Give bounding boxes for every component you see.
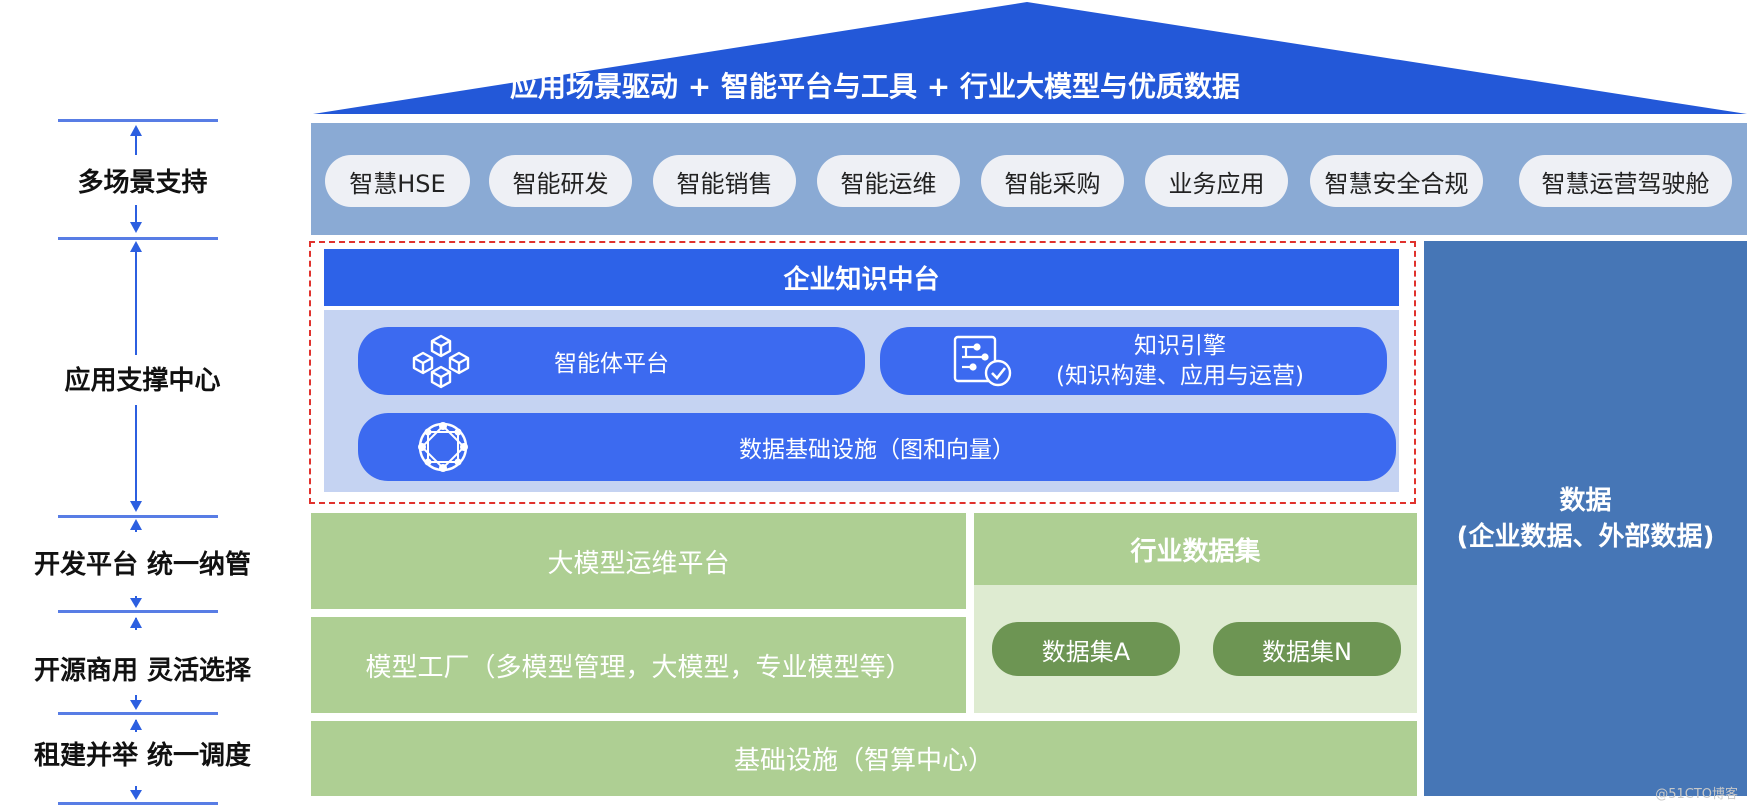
dataset-a-pill: 数据集A (992, 622, 1180, 676)
dataset-n-pill: 数据集N (1213, 622, 1401, 676)
industry-dataset-title: 行业数据集 (974, 513, 1417, 585)
llmops-platform: 大模型运维平台 (311, 513, 966, 609)
scenario-pill-business: 业务应用 (1145, 155, 1288, 207)
knowledge-engine-pill: 知识引擎 (知识构建、应用与运营) (880, 327, 1387, 395)
graph-network-icon (418, 422, 468, 472)
scenario-pill-safety: 智慧安全合规 (1310, 155, 1483, 207)
scenario-pill-rd: 智能研发 (489, 155, 632, 207)
knowledge-engine-title: 知识引擎 (1134, 333, 1226, 359)
model-factory: 模型工厂（多模型管理，大模型，专业模型等） (311, 617, 966, 713)
data-infra-label: 数据基础设施（图和向量） (739, 437, 1015, 463)
knowledge-platform-title: 企业知识中台 (324, 249, 1399, 306)
infrastructure-bar: 基础设施（智算中心） (311, 721, 1417, 796)
left-label-dev-platform: 开发平台 统一纳管 (33, 549, 252, 580)
scenario-pill-sales: 智能销售 (653, 155, 796, 207)
roof-title: 应用场景驱动 + 智能平台与工具 + 行业大模型与优质数据 (510, 70, 1240, 103)
agent-platform-pill: 智能体平台 (358, 327, 865, 395)
scenario-pill-procurement: 智能采购 (981, 155, 1124, 207)
scenario-pill-hse: 智慧HSE (325, 155, 470, 207)
circuit-check-icon (953, 335, 1012, 387)
data-infra-pill: 数据基础设施（图和向量） (358, 413, 1396, 481)
knowledge-engine-text: 知识引擎 (知识构建、应用与运营) (990, 327, 1370, 395)
left-label-multi-scenario: 多场景支持 (77, 167, 208, 198)
agent-platform-label: 智能体平台 (554, 351, 669, 377)
left-label-app-support: 应用支撑中心 (64, 365, 221, 396)
roof-triangle (313, 2, 1747, 114)
knowledge-platform-dashed-frame (309, 241, 1416, 504)
cubes-icon (412, 334, 470, 389)
left-label-rent-build: 租建并举 统一调度 (33, 740, 252, 771)
data-column-subtitle: (企业数据、外部数据) (1456, 521, 1715, 552)
left-axis (58, 119, 218, 805)
knowledge-engine-subtitle: (知识构建、应用与运营) (1056, 363, 1304, 389)
data-column-title: 数据 (1559, 485, 1612, 516)
scenario-pill-ops: 智能运维 (817, 155, 960, 207)
left-label-open-source: 开源商用 灵活选择 (33, 655, 252, 686)
scenario-pill-cockpit: 智慧运营驾驶舱 (1519, 155, 1732, 207)
data-column: 数据 (企业数据、外部数据) (1424, 241, 1747, 796)
watermark: @51CTO博客 (1655, 787, 1738, 802)
